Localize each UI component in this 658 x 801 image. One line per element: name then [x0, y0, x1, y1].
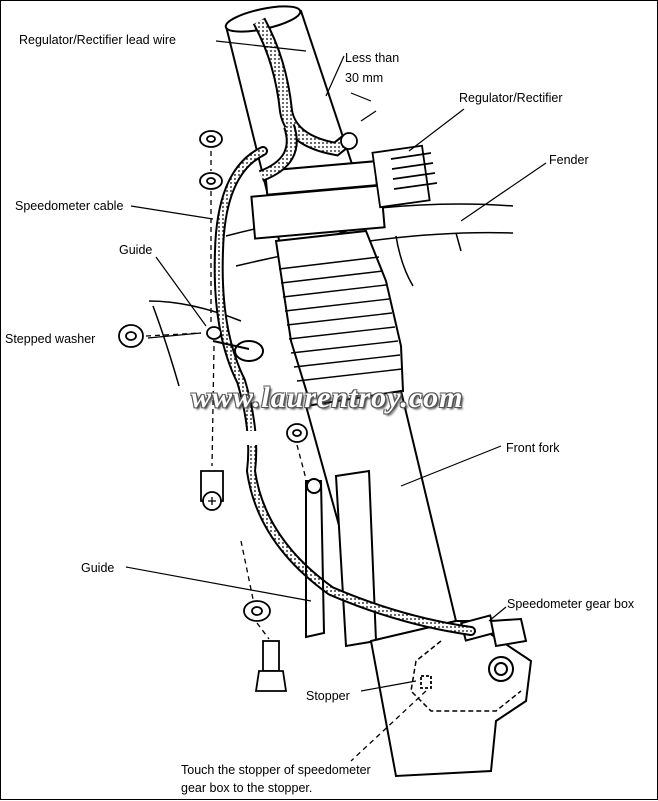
label-less-than-value: 30 mm: [345, 71, 384, 85]
label-note-line2: gear box to the stopper.: [181, 781, 313, 795]
fork-boot-ribs: [278, 256, 403, 382]
label-stepped-washer: Stepped washer: [5, 332, 96, 346]
cable-break: [231, 431, 271, 445]
label-guide-top: Guide: [119, 243, 153, 257]
fasteners: [118, 130, 432, 692]
label-regulator: Regulator/Rectifier: [459, 91, 563, 105]
label-fender: Fender: [549, 153, 589, 167]
wire-clamp: [340, 132, 358, 150]
cable-guide-lower: [305, 478, 326, 639]
watermark: www.laurentroy.com: [191, 381, 464, 414]
leader-lines: [125, 40, 547, 692]
label-front-fork: Front fork: [506, 441, 560, 455]
label-stopper: Stopper: [306, 689, 350, 703]
label-speedometer-cable: Speedometer cable: [15, 199, 124, 213]
label-lead-wire: Regulator/Rectifier lead wire: [19, 33, 177, 47]
label-less-than: Less than: [345, 51, 400, 65]
label-note-line1: Touch the stopper of speedometer: [181, 763, 371, 777]
label-gear-box: Speedometer gear box: [507, 597, 635, 611]
speedometer-gear-box: [459, 614, 528, 682]
label-guide-bottom: Guide: [81, 561, 115, 575]
gear-box-outline: [410, 640, 522, 712]
cable-guide-upper: [212, 340, 264, 362]
lead-wire-harness: [252, 17, 351, 182]
regulator-connector: [371, 144, 438, 209]
